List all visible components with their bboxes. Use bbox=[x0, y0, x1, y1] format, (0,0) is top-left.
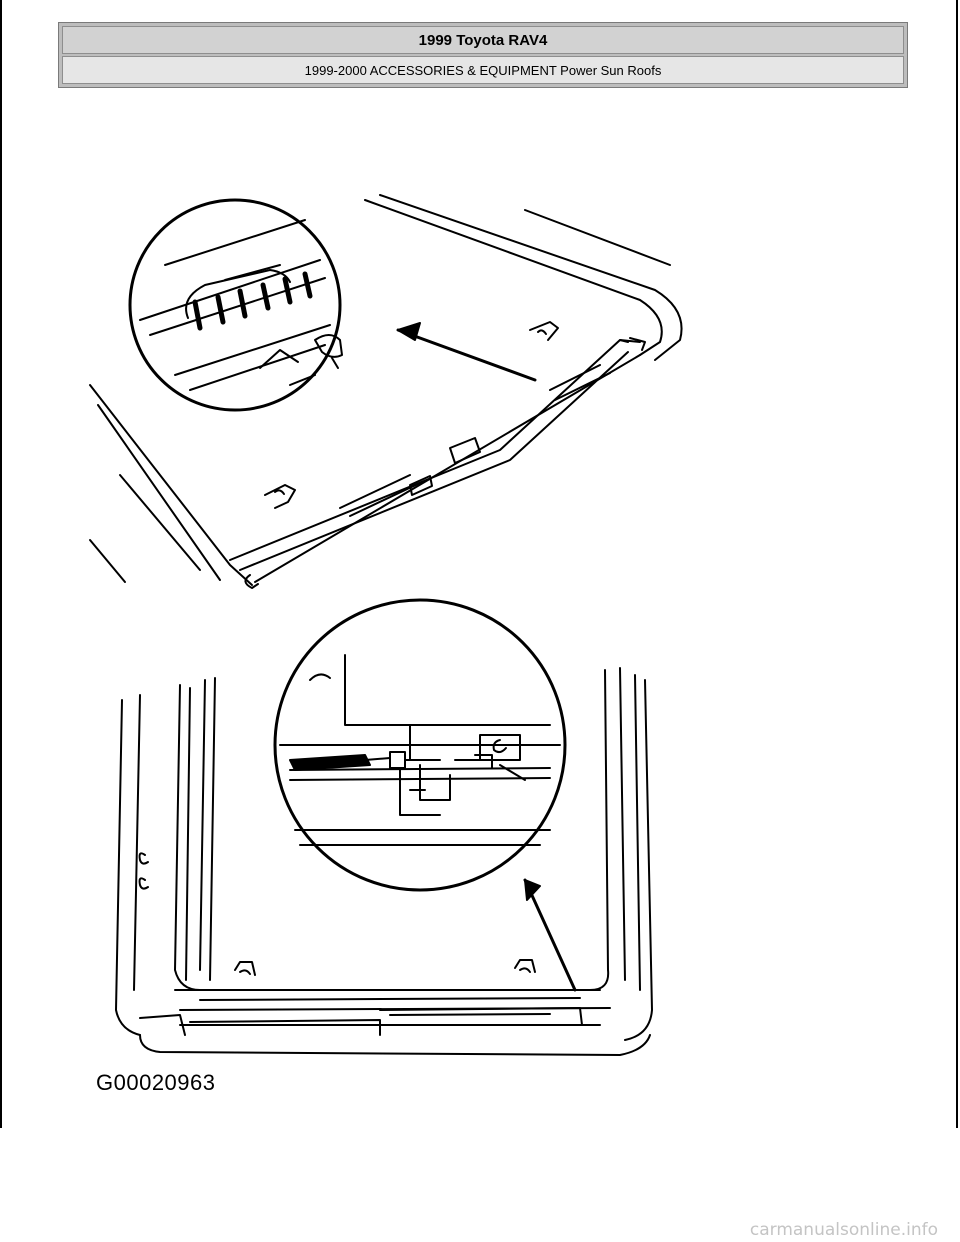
page-subtitle: 1999-2000 ACCESSORIES & EQUIPMENT Power … bbox=[304, 62, 662, 78]
top-view bbox=[89, 194, 683, 589]
page-border-left bbox=[0, 0, 2, 1128]
bottom-view bbox=[115, 598, 653, 1056]
page-footer: carmanualsonline.info bbox=[0, 1128, 960, 1242]
title-bar: 1999 Toyota RAV4 bbox=[62, 26, 904, 54]
page-title: 1999 Toyota RAV4 bbox=[418, 31, 548, 49]
document-header: 1999 Toyota RAV4 1999-2000 ACCESSORIES &… bbox=[58, 22, 908, 88]
watermark-link[interactable]: carmanualsonline.info bbox=[749, 1220, 938, 1240]
sunroof-illustration bbox=[89, 194, 683, 1056]
page-border-right bbox=[956, 0, 958, 1128]
figure-code: G00020963 bbox=[96, 1070, 216, 1095]
subtitle-bar: 1999-2000 ACCESSORIES & EQUIPMENT Power … bbox=[62, 56, 904, 84]
